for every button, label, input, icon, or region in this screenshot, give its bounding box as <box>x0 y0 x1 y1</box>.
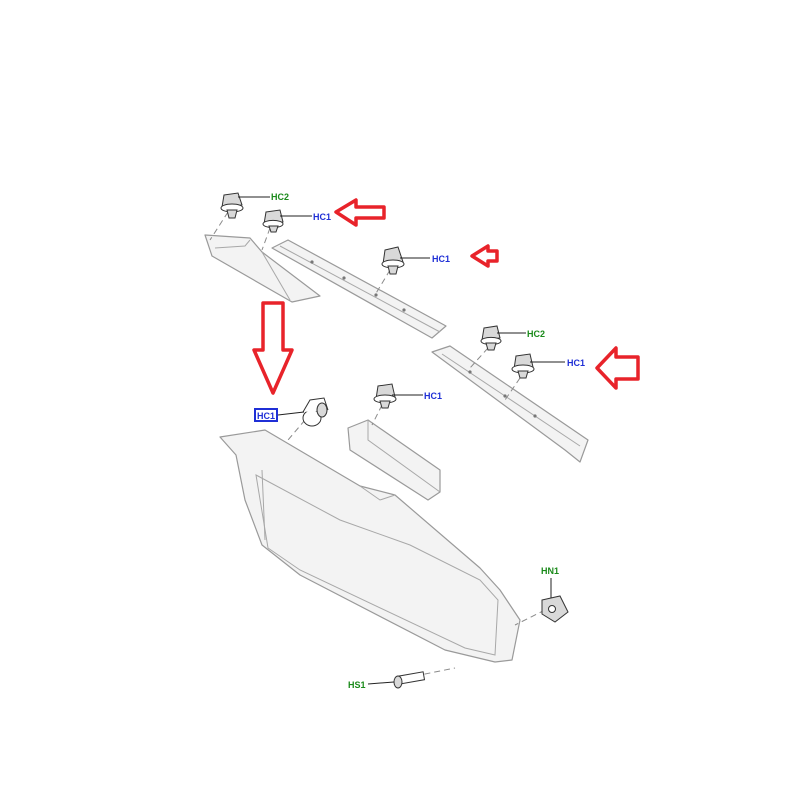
leader-line <box>277 411 305 416</box>
label-hc1-strip: HC1 <box>432 254 450 264</box>
arrow-down-icon <box>252 301 294 395</box>
arrow-left-icon <box>470 244 499 268</box>
left-corner-trim <box>204 234 321 303</box>
assembly-line <box>469 347 489 369</box>
assembly-line <box>287 419 306 441</box>
screw-hs1 <box>393 671 426 689</box>
label-hc2-top: HC2 <box>271 192 289 202</box>
clip-hc1-center <box>373 383 397 409</box>
assembly-line <box>209 211 229 241</box>
arrow-left-icon <box>334 198 386 227</box>
arrow-left-icon <box>595 346 640 390</box>
label-hn1: HN1 <box>541 566 559 576</box>
label-hs1: HS1 <box>348 680 366 690</box>
upper-trim-strip <box>271 239 447 339</box>
clip-hc1-strip <box>381 246 405 275</box>
highlight-box <box>254 408 278 422</box>
clip-hc1-top <box>262 209 284 233</box>
clip-hc1-right <box>511 353 535 379</box>
clip-hc2-top <box>220 192 244 219</box>
label-hc1-highlight: HC1 <box>257 411 275 421</box>
label-hc1-center: HC1 <box>424 391 442 401</box>
clip-hc1-highlight <box>302 397 329 427</box>
label-hc2-right: HC2 <box>527 329 545 339</box>
label-hc1-top: HC1 <box>313 212 331 222</box>
assembly-line <box>371 404 383 426</box>
assembly-line <box>514 609 546 626</box>
assembly-line <box>261 227 271 251</box>
leader-line <box>367 681 395 685</box>
trim-end-cap <box>347 419 441 501</box>
right-trim-strip <box>431 345 589 463</box>
nut-hn1 <box>541 595 569 623</box>
label-hc1-right: HC1 <box>567 358 585 368</box>
clip-hc2-right <box>480 325 502 351</box>
assembly-line <box>504 377 521 401</box>
assembly-line <box>374 269 391 296</box>
tailgate-trim-panel <box>219 429 521 663</box>
